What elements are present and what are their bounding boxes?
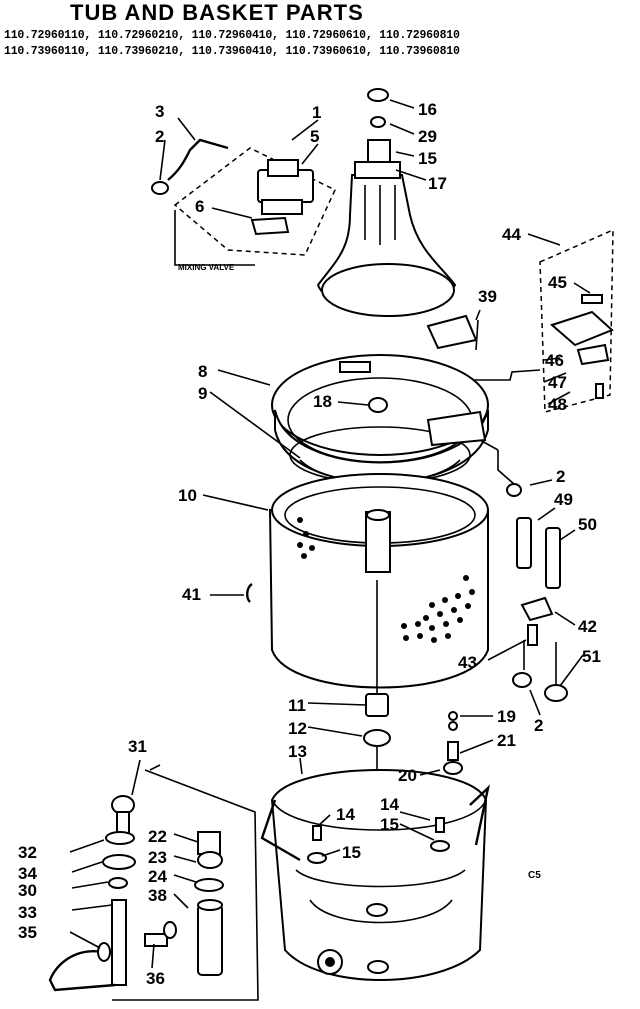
agitator — [316, 88, 457, 317]
hose-assembly — [497, 450, 568, 702]
callout-2b: 2 — [556, 467, 565, 486]
callout-14-right: 14 — [380, 795, 399, 814]
callout-14-left: 14 — [336, 805, 355, 824]
callout-1: 1 — [312, 103, 321, 122]
callout-15: 15 — [418, 149, 437, 168]
callout-17: 17 — [428, 174, 447, 193]
callout-9: 9 — [198, 384, 207, 403]
callout-6: 6 — [195, 197, 204, 216]
callout-49: 49 — [554, 490, 573, 509]
model-numbers-line-1: 110.72960110, 110.72960210, 110.72960410… — [4, 29, 460, 42]
callout-51: 51 — [582, 647, 601, 666]
callout-8: 8 — [198, 362, 207, 381]
drive-bearing — [363, 580, 391, 905]
callout-18: 18 — [313, 392, 332, 411]
model-numbers-line-2: 110.73960110, 110.73960210, 110.73960410… — [4, 45, 460, 58]
callout-30: 30 — [18, 881, 37, 900]
callout-48: 48 — [548, 395, 567, 414]
callout-2: 2 — [155, 127, 164, 146]
callout-labels: 1 2 3 5 6 16 29 15 17 44 45 39 46 47 48 … — [18, 100, 601, 988]
mixing-valve-group: MIXING VALVE — [151, 138, 336, 272]
callout-15-right: 15 — [380, 815, 399, 834]
callout-50: 50 — [578, 515, 597, 534]
callout-24: 24 — [148, 867, 167, 886]
callout-39: 39 — [478, 287, 497, 306]
callout-22: 22 — [148, 827, 167, 846]
callout-13: 13 — [288, 742, 307, 761]
callout-36: 36 — [146, 969, 165, 988]
callout-42: 42 — [578, 617, 597, 636]
clip-part — [246, 583, 253, 603]
callout-31: 31 — [128, 737, 147, 756]
outer-tub — [260, 711, 490, 981]
callout-44: 44 — [502, 225, 521, 244]
callout-10: 10 — [178, 486, 197, 505]
tub-ring — [271, 354, 499, 484]
leader-lines — [69, 99, 591, 969]
callout-11: 11 — [288, 696, 306, 715]
callout-45: 45 — [548, 273, 567, 292]
callout-20: 20 — [398, 766, 417, 785]
page-title: TUB AND BASKET PARTS — [70, 0, 364, 25]
mixing-valve-label: MIXING VALVE — [178, 263, 235, 272]
callout-47: 47 — [548, 373, 567, 392]
drain-hose-group — [48, 764, 259, 1001]
callout-34: 34 — [18, 864, 37, 883]
callout-38: 38 — [148, 886, 167, 905]
callout-23: 23 — [148, 848, 167, 867]
callout-46: 46 — [545, 351, 564, 370]
callout-5: 5 — [310, 127, 319, 146]
callout-21: 21 — [497, 731, 516, 750]
corner-code: C5 — [528, 870, 541, 881]
callout-43: 43 — [458, 653, 477, 672]
callout-16: 16 — [418, 100, 437, 119]
callout-2c: 2 — [534, 716, 543, 735]
fill-valve-group — [419, 228, 614, 413]
callout-19: 19 — [497, 707, 516, 726]
callout-41: 41 — [182, 585, 201, 604]
callout-12: 12 — [288, 719, 307, 738]
callout-29: 29 — [418, 127, 437, 146]
callout-35: 35 — [18, 923, 37, 942]
callout-15-left: 15 — [342, 843, 361, 862]
callout-32: 32 — [18, 843, 37, 862]
callout-3: 3 — [155, 102, 164, 121]
basket — [268, 473, 489, 689]
callout-33: 33 — [18, 903, 37, 922]
